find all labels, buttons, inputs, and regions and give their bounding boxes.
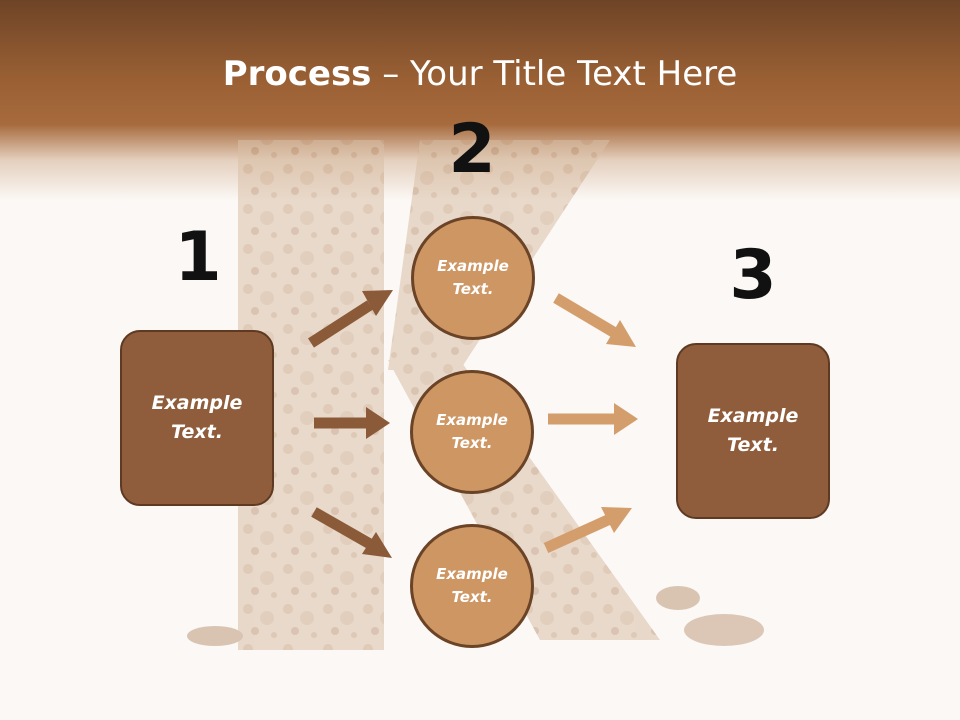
process-circle-1: Example Text. [411,216,535,340]
circle-3-line1: Example [436,565,508,583]
start-box-line2: Text. [171,421,223,443]
end-box: Example Text. [676,343,830,519]
arrow-to-circle-3 [311,507,392,558]
step-number-2: 2 [448,110,496,189]
page-title: Process – Your Title Text Here [0,52,960,96]
title-rest: – Your Title Text Here [371,54,738,94]
arrow-circle-3-to-box [543,507,632,554]
step-number-1: 1 [174,218,222,297]
circle-1-line2: Text. [452,280,494,298]
start-box: Example Text. [120,330,274,506]
circle-2-line1: Example [436,411,508,429]
start-box-line1: Example [151,392,243,414]
process-circle-3: Example Text. [410,524,534,648]
end-box-line2: Text. [727,434,779,456]
circle-3-line2: Text. [451,588,493,606]
step-number-3: 3 [729,236,777,315]
arrow-circle-2-to-box [548,403,638,435]
title-bold: Process [222,54,372,94]
arrow-to-circle-1 [308,290,393,348]
end-box-line1: Example [707,405,799,427]
process-circle-2: Example Text. [410,370,534,494]
circle-1-line1: Example [437,257,509,275]
circle-2-line2: Text. [451,434,493,452]
arrow-to-circle-2 [314,407,390,439]
arrow-circle-1-to-box [553,293,636,347]
